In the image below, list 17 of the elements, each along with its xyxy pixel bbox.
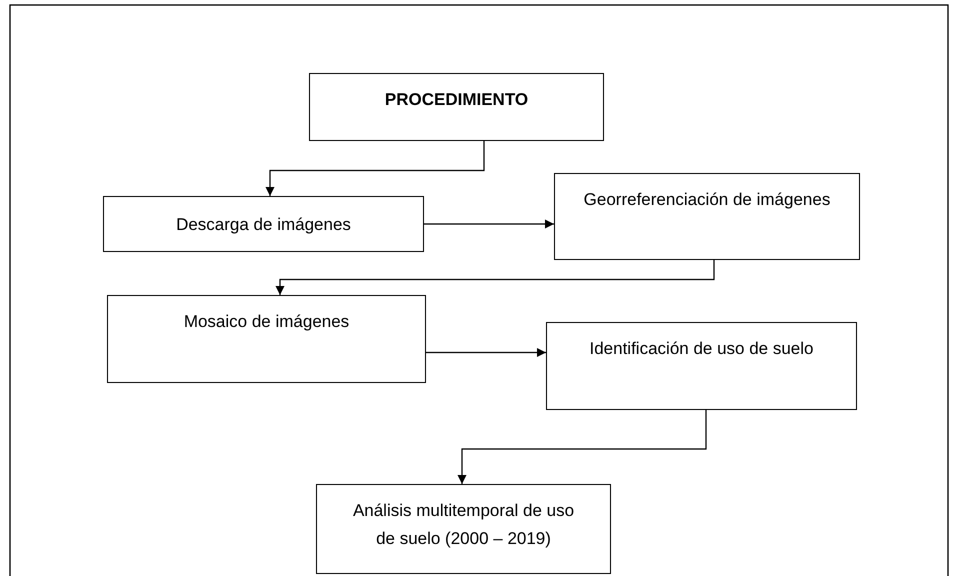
process-box bbox=[309, 73, 604, 141]
process-box bbox=[316, 484, 611, 574]
process-box bbox=[103, 196, 424, 252]
step-text: Identificación de uso de suelo bbox=[588, 338, 814, 360]
arrow bbox=[426, 348, 546, 357]
process-box bbox=[546, 322, 857, 410]
arrow bbox=[458, 410, 707, 484]
process-box bbox=[554, 173, 860, 260]
arrow bbox=[276, 260, 715, 295]
arrow bbox=[424, 220, 554, 228]
process-box bbox=[107, 295, 426, 383]
step-text: Georreferenciación de imágenes bbox=[582, 189, 832, 211]
step-text: Análisis multitemporal de uso de suelo (2000 – 2019) bbox=[352, 500, 576, 550]
heading-text: PROCEDIMIENTO bbox=[384, 89, 530, 111]
step-text: Descarga de imágenes bbox=[175, 214, 352, 236]
arrow bbox=[266, 141, 485, 196]
step-text: Mosaico de imágenes bbox=[182, 311, 350, 333]
